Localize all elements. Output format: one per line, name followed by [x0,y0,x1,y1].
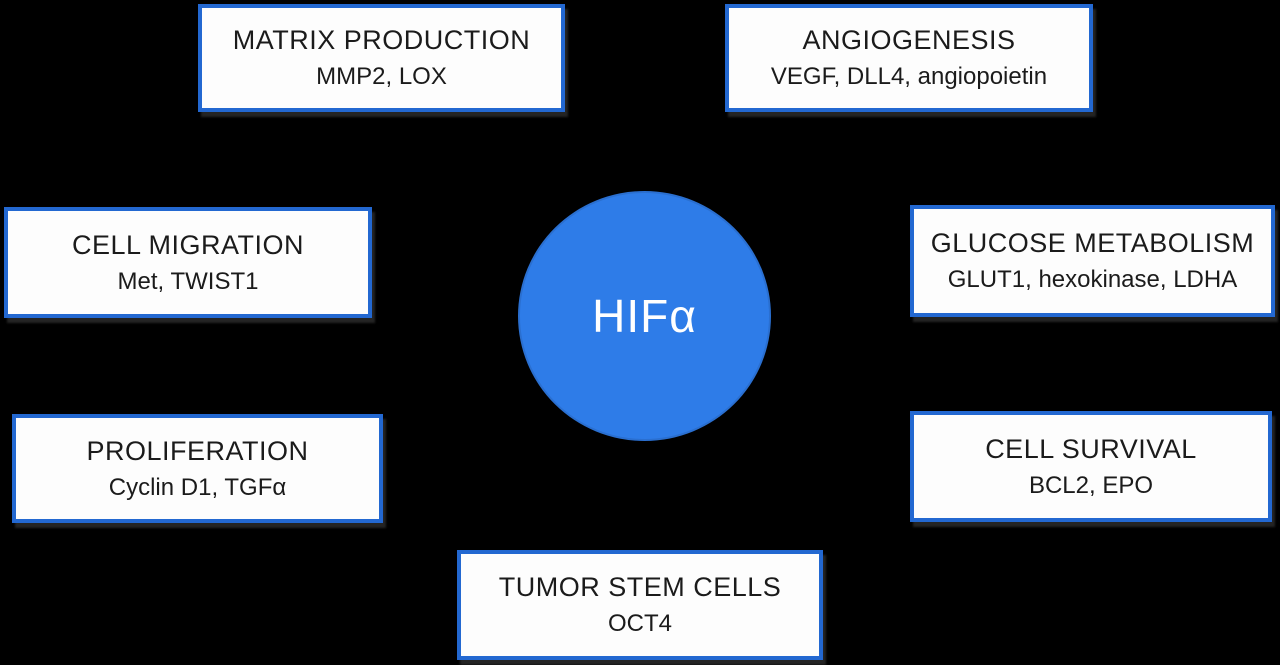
node-cell-survival: CELL SURVIVAL BCL2, EPO [910,411,1272,522]
node-angiogenesis: ANGIOGENESIS VEGF, DLL4, angiopoietin [725,4,1093,112]
node-title: CELL SURVIVAL [985,433,1197,464]
node-genes: GLUT1, hexokinase, LDHA [947,266,1238,294]
node-title: ANGIOGENESIS [802,25,1016,56]
node-genes: Met, TWIST1 [117,267,259,295]
node-tumor-stem-cells: TUMOR STEM CELLS OCT4 [457,550,823,660]
node-glucose-metabolism: GLUCOSE METABOLISM GLUT1, hexokinase, LD… [910,205,1275,317]
hub-label: HIFα [592,290,697,342]
node-title: MATRIX PRODUCTION [232,25,531,56]
node-genes: MMP2, LOX [316,63,447,91]
node-title: PROLIFERATION [86,435,309,466]
node-title: GLUCOSE METABOLISM [930,228,1255,259]
node-matrix-production: MATRIX PRODUCTION MMP2, LOX [198,4,565,112]
node-genes: OCT4 [607,610,672,638]
node-title: TUMOR STEM CELLS [498,572,782,603]
node-title: CELL MIGRATION [71,229,305,260]
node-genes: Cyclin D1, TGFα [108,473,287,501]
node-genes: VEGF, DLL4, angiopoietin [770,63,1048,91]
node-proliferation: PROLIFERATION Cyclin D1, TGFα [12,414,383,523]
node-genes: BCL2, EPO [1028,471,1154,499]
hif-alpha-hub-circle: HIFα [518,191,771,441]
node-cell-migration: CELL MIGRATION Met, TWIST1 [4,207,372,318]
